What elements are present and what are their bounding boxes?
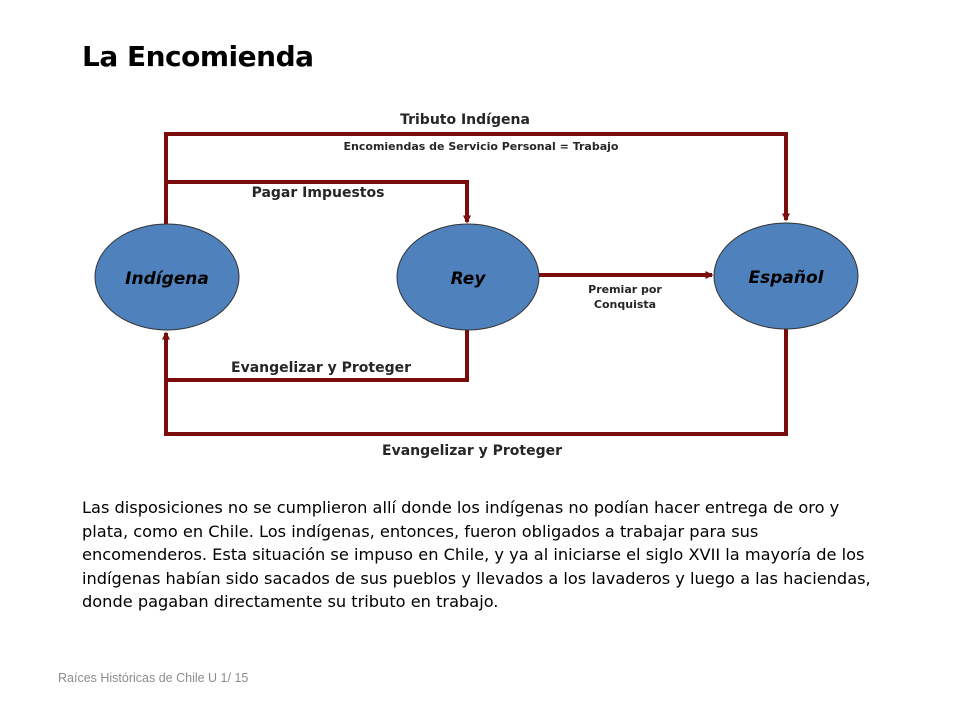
indigena-node-label: Indígena: [125, 269, 209, 289]
premiar-label-line2: Conquista: [594, 298, 656, 311]
indigena-node: [94, 223, 240, 331]
encomiendas-servicio-label: Encomiendas de Servicio Personal = Traba…: [344, 140, 619, 153]
evangelizar-espanol-label: Evangelizar y Proteger: [382, 443, 562, 459]
body-paragraph: Las disposiciones no se cumplieron allí …: [82, 498, 871, 611]
espanol-node-label: Español: [749, 268, 825, 288]
evangelizar-rey-label: Evangelizar y Proteger: [231, 360, 411, 376]
encomienda-diagram: Indígena Rey Español Tributo Indígena En…: [94, 112, 859, 459]
espanol-node: [713, 222, 859, 330]
premiar-label-line1: Premiar por: [588, 283, 662, 296]
evangelizar-espanol-line: [164, 328, 788, 436]
pagar-impuestos-arrow: [166, 180, 471, 224]
slide-footer: Raíces Históricas de Chile U 1/ 15: [58, 671, 249, 685]
evangelizar-rey-arrow: [162, 330, 469, 382]
rey-node: [396, 223, 540, 331]
rey-node-label: Rey: [451, 269, 487, 289]
tributo-indigena-label: Tributo Indígena: [400, 112, 530, 128]
pagar-impuestos-label: Pagar Impuestos: [252, 185, 385, 201]
page-title: La Encomienda: [82, 40, 314, 73]
